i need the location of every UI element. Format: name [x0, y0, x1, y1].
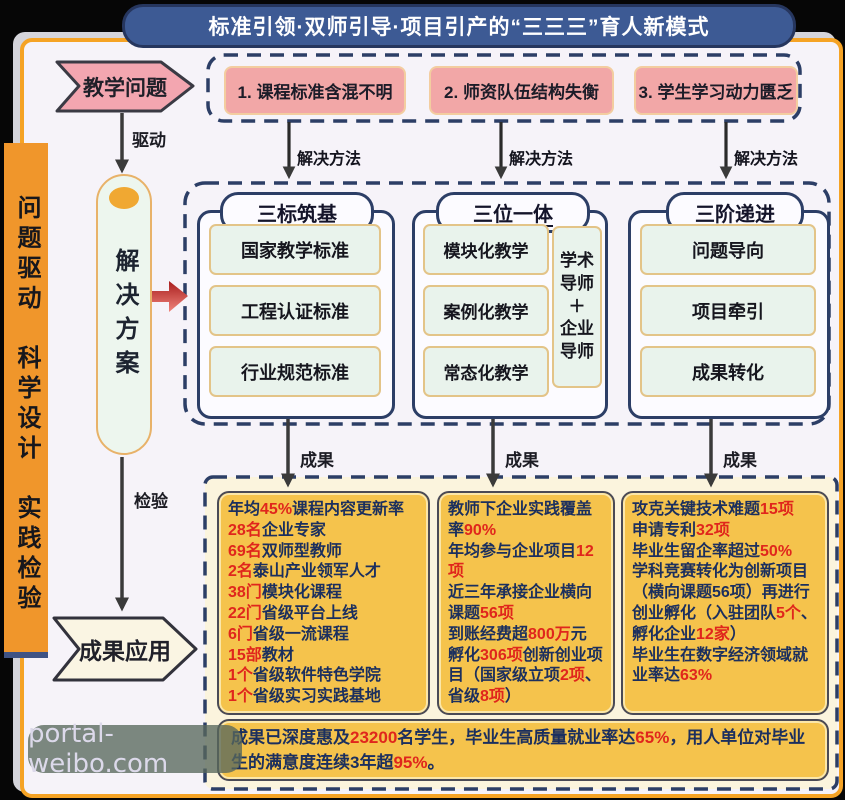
summary-box: 成果已深度惠及23200名学生，毕业生高质量就业率达65%，用人单位对毕业生的满… [217, 719, 829, 781]
problem-box-2: 2. 师资队伍结构失衡 [429, 66, 614, 115]
left-rail-text: 问题驱动 科学设计 实践检验 [13, 195, 40, 615]
method-label-1: 解决方法 [297, 151, 362, 168]
result-apply-label: 成果应用 [79, 638, 171, 664]
column3-item-1: 问题导向 [640, 224, 816, 275]
problems-dashed-frame [206, 53, 802, 123]
column1-item-2: 工程认证标准 [209, 285, 381, 336]
page-title: 标准引领·双师引导·项目引产的“三三三”育人新模式 [122, 4, 796, 48]
method-label-3: 解决方法 [734, 151, 799, 168]
check-label: 检验 [134, 492, 168, 511]
drive-label: 驱动 [132, 131, 166, 150]
mentor-box: 学术 导师 ＋ 企业 导师 [552, 226, 602, 388]
solution-scheme-label: 解决方案 [111, 248, 138, 384]
orange-dot-icon [109, 187, 139, 209]
problem-box-1: 1. 课程标准含混不明 [224, 66, 406, 115]
solution-scheme-pill [96, 174, 152, 455]
column3-item-3: 成果转化 [640, 346, 816, 397]
teaching-problem-shape [55, 60, 195, 113]
column1-item-1: 国家教学标准 [209, 224, 381, 275]
red-arrow-icon [148, 281, 188, 312]
result-label-2: 成果 [505, 451, 539, 470]
method-label-2: 解决方法 [509, 151, 574, 168]
left-rail: 问题驱动 科学设计 实践检验 [4, 143, 48, 658]
result-apply-shape [52, 616, 198, 682]
column3-item-2: 项目牵引 [640, 285, 816, 336]
result-box-3: 攻克关键技术难题15项申请专利32项毕业生留企率超过50%学科竞赛转化为创新项目… [621, 491, 829, 715]
column2-item-3: 常态化教学 [423, 346, 549, 397]
column1-item-3: 行业规范标准 [209, 346, 381, 397]
solutions-dashed-frame [183, 181, 831, 426]
teaching-problem-label: 教学问题 [83, 76, 167, 100]
watermark: portal-weibo.com [28, 719, 242, 779]
result-box-2: 教师下企业实践覆盖率90%年均参与企业项目12项近三年承接企业横向课题56项到账… [437, 491, 615, 715]
result-label-1: 成果 [300, 451, 334, 470]
result-label-3: 成果 [723, 451, 757, 470]
column2-item-2: 案例化教学 [423, 285, 549, 336]
problem-box-3: 3. 学生学习动力匮乏 [634, 66, 798, 115]
column2-item-1: 模块化教学 [423, 224, 549, 275]
